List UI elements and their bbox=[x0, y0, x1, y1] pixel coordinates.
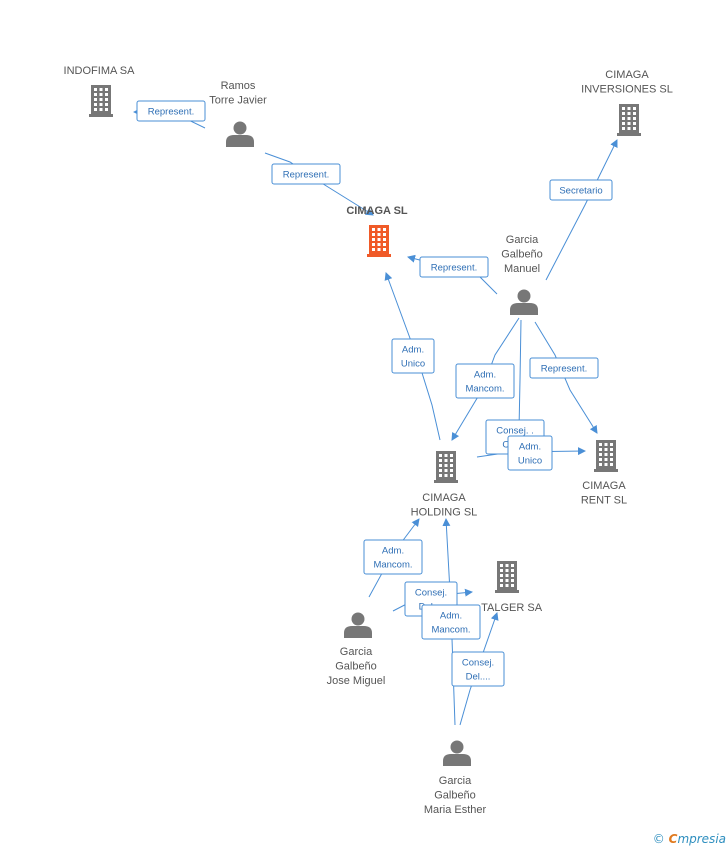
edge-label-holding-to-rent[interactable]: Adm. Unico bbox=[507, 435, 553, 471]
edge-manuel-to-cimaga_inv bbox=[545, 139, 618, 281]
edge-label-text: Mancom. bbox=[431, 625, 470, 636]
edge-label-box bbox=[549, 179, 613, 201]
edge-label-text: Adm. bbox=[440, 611, 462, 622]
edge-label-mariaesther-to-holding[interactable]: Adm. Mancom. bbox=[421, 604, 481, 640]
node-label-line: ...TALGER SA bbox=[472, 602, 543, 614]
edge-label-text: Mancom. bbox=[465, 384, 504, 395]
edge-label-manuel-to-cimaga_sl[interactable]: Represent. bbox=[419, 256, 489, 278]
building-icon bbox=[434, 451, 458, 483]
node-indofima[interactable]: INDOFIMA SA bbox=[64, 65, 136, 117]
node-label-line: RENT SL bbox=[581, 495, 627, 507]
edge-label-box bbox=[455, 363, 515, 399]
building-icon bbox=[495, 561, 519, 593]
node-label-line: CIMAGA bbox=[582, 480, 626, 492]
node-cimaga_inv[interactable]: CIMAGA INVERSIONES SL bbox=[581, 69, 673, 136]
edge-label-text: Adm. bbox=[382, 546, 404, 557]
node-label-line: Ramos bbox=[221, 80, 256, 92]
node-holding[interactable]: CIMAGA HOLDING SL bbox=[411, 451, 478, 519]
edge-label-box bbox=[363, 539, 423, 575]
person-icon bbox=[510, 289, 538, 315]
edge-label-manuel-to-holding[interactable]: Adm. Mancom. bbox=[455, 363, 515, 399]
empresia-watermark: © Cmpresia bbox=[653, 832, 726, 846]
edge-label-manuel-to-cimaga_inv[interactable]: Secretario bbox=[549, 179, 613, 201]
node-talger[interactable]: ...TALGER SA bbox=[472, 561, 543, 614]
node-label-line: Jose Miguel bbox=[327, 675, 386, 687]
edge-label-holding-to-cimaga_sl[interactable]: Adm. Unico bbox=[391, 338, 435, 374]
edge-label-text: Mancom. bbox=[373, 560, 412, 571]
node-label-line: Galbeño bbox=[434, 790, 476, 802]
person-icon bbox=[226, 121, 254, 147]
edge-label-box bbox=[421, 604, 481, 640]
edge-label-text: Represent. bbox=[148, 107, 194, 118]
edge-label-box bbox=[507, 435, 553, 471]
edge-label-mariaesther-to-talger[interactable]: Consej. Del.... bbox=[451, 651, 505, 687]
edge-label-text: Consej. bbox=[415, 588, 447, 599]
edge-label-box bbox=[529, 357, 599, 379]
node-label-line: CIMAGA bbox=[605, 69, 649, 81]
person-icon bbox=[443, 740, 471, 766]
edge-label-text: Unico bbox=[401, 359, 425, 370]
edge-label-text: Consej. . bbox=[496, 426, 534, 437]
edge-label-text: Represent. bbox=[541, 364, 587, 375]
edge-label-ramos-to-indofima[interactable]: Represent. bbox=[136, 100, 206, 122]
edge-label-box bbox=[391, 338, 435, 374]
edge-label-josemiguel-to-holding[interactable]: Adm. Mancom. bbox=[363, 539, 423, 575]
node-label-line: Galbeño bbox=[501, 249, 543, 261]
building-icon bbox=[89, 85, 113, 117]
node-label-line: HOLDING SL bbox=[411, 507, 478, 519]
node-label-line: Garcia bbox=[506, 234, 539, 246]
edge-label-text: Del.... bbox=[466, 672, 491, 683]
building-icon bbox=[617, 104, 641, 136]
node-label-line: Garcia bbox=[340, 646, 373, 658]
person-icon bbox=[344, 612, 372, 638]
node-label-line: INVERSIONES SL bbox=[581, 84, 673, 96]
edge-label-text: Represent. bbox=[283, 170, 329, 181]
brand-name: mpresia bbox=[677, 832, 726, 846]
edge-label-text: Adm. bbox=[519, 442, 541, 453]
building-icon bbox=[594, 440, 618, 472]
edge-label-box bbox=[136, 100, 206, 122]
edge-label-text: Adm. bbox=[474, 370, 496, 381]
edge-label-box bbox=[451, 651, 505, 687]
node-label-line: Garcia bbox=[439, 775, 472, 787]
copyright-symbol: © bbox=[652, 832, 665, 846]
node-label-line: CIMAGA bbox=[422, 492, 466, 504]
edge-mariaesther-to-talger bbox=[459, 612, 499, 726]
node-label-line: INDOFIMA SA bbox=[64, 65, 136, 77]
brand-initial: C bbox=[668, 832, 678, 846]
edge-label-text: Adm. bbox=[402, 345, 424, 356]
node-rent[interactable]: CIMAGA RENT SL bbox=[581, 440, 627, 507]
edge-label-text: Consej. bbox=[462, 658, 494, 669]
edge-label-box bbox=[271, 163, 341, 185]
edge-label-manuel-to-rent[interactable]: Represent. bbox=[529, 357, 599, 379]
edge-label-text: Secretario bbox=[559, 186, 602, 197]
node-label-line: Torre Javier bbox=[209, 95, 267, 107]
building-icon bbox=[367, 225, 391, 257]
node-label-line: CIMAGA SL bbox=[346, 205, 408, 217]
edge-holding-to-cimaga_sl bbox=[384, 272, 441, 441]
node-label-line: Manuel bbox=[504, 263, 540, 275]
node-label-line: Maria Esther bbox=[424, 804, 487, 816]
edge-label-text: Represent. bbox=[431, 263, 477, 274]
edge-label-text: Unico bbox=[518, 456, 542, 467]
edge-label-box bbox=[419, 256, 489, 278]
node-label-line: Galbeño bbox=[335, 661, 377, 673]
node-cimaga_sl[interactable]: CIMAGA SL bbox=[346, 205, 408, 257]
edge-label-ramos-to-cimaga_sl[interactable]: Represent. bbox=[271, 163, 341, 185]
